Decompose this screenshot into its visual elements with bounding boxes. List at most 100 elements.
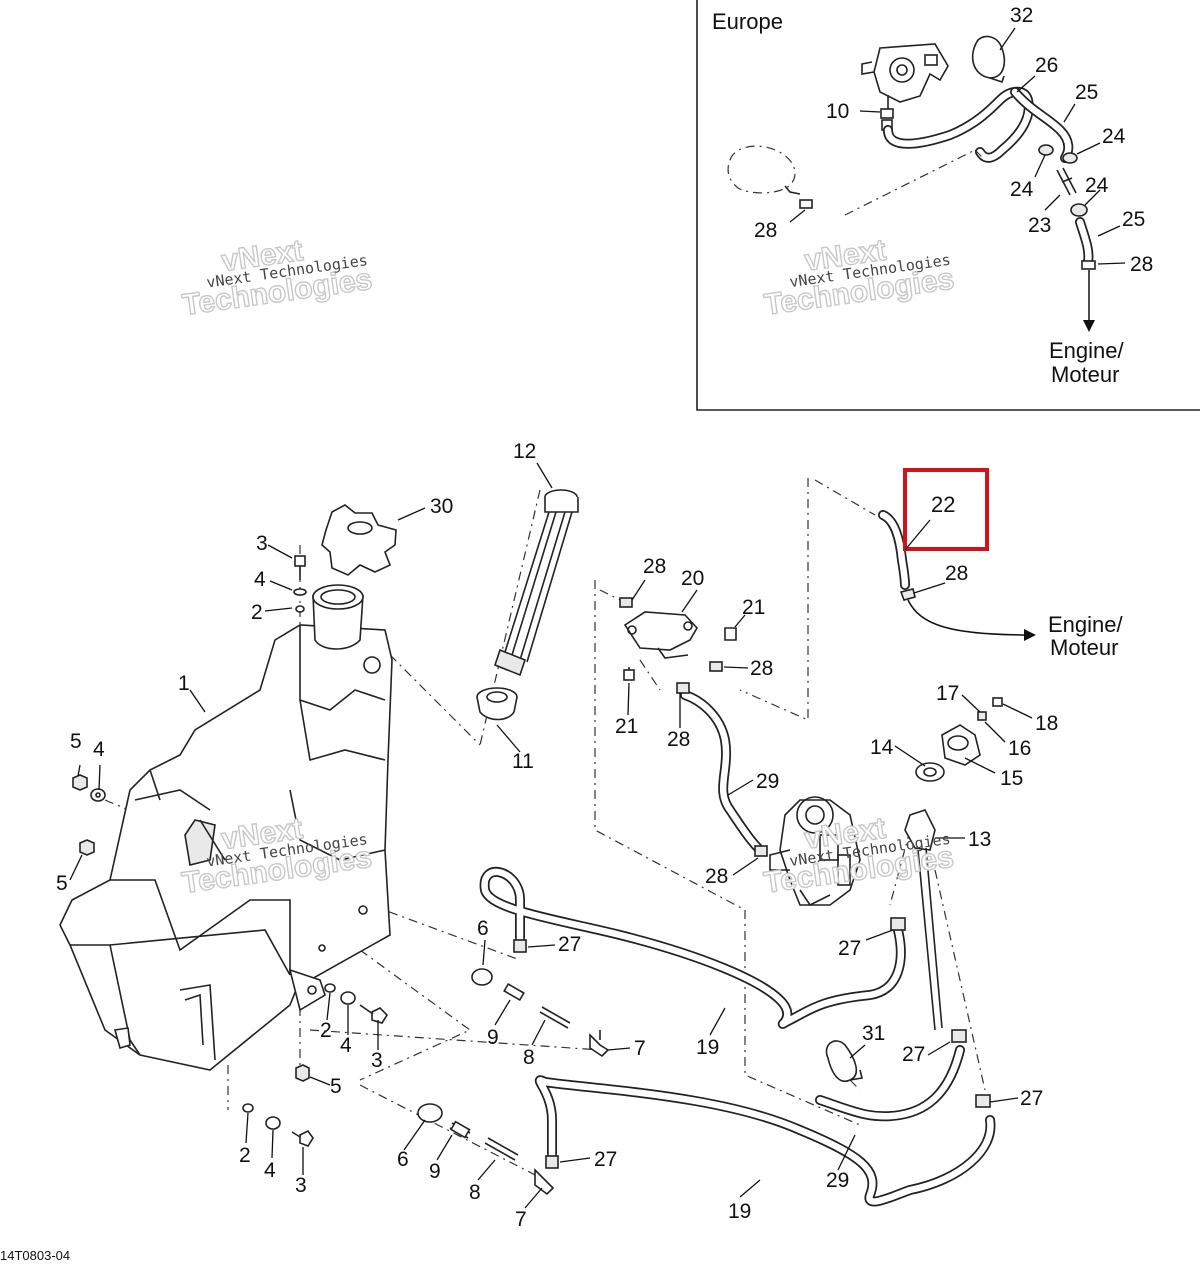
callout-28d: 28 (643, 555, 666, 578)
bottom-fasteners (242, 983, 389, 1147)
callout-14: 14 (870, 736, 894, 759)
callout-22: 22 (931, 492, 955, 517)
callout-17: 17 (936, 682, 959, 705)
callout-19a: 19 (696, 1036, 719, 1059)
callout-5c: 5 (330, 1075, 342, 1098)
hose-22 (878, 510, 916, 601)
callout-10: 10 (826, 100, 849, 123)
callout-28e: 28 (750, 657, 773, 680)
callout-28c: 28 (945, 562, 968, 585)
callout-29a: 29 (756, 770, 779, 793)
hose-19-lower (534, 1075, 996, 1207)
fuel-cap-30 (321, 504, 397, 576)
callout-4b: 4 (93, 738, 105, 761)
callout-3a: 3 (256, 532, 268, 555)
callout-4a: 4 (254, 568, 266, 591)
callout-28f: 28 (667, 728, 690, 751)
engine-arrow (907, 599, 1031, 636)
inset-clamp-32 (971, 35, 1006, 79)
callout-25a: 25 (1075, 81, 1098, 104)
callout-6b: 6 (397, 1148, 409, 1171)
clamp-31 (825, 1040, 863, 1082)
throttle-body (769, 796, 861, 907)
callout-5a: 5 (70, 730, 82, 753)
left-fasteners (72, 774, 106, 856)
callout-30: 30 (430, 495, 453, 518)
callout-3b: 3 (371, 1049, 383, 1072)
callout-27e: 27 (1020, 1087, 1043, 1110)
callout-29b: 29 (826, 1169, 849, 1192)
callout-27b: 27 (594, 1148, 617, 1171)
callout-7a: 7 (634, 1037, 646, 1060)
inset-frame (696, 0, 1200, 411)
callout-13: 13 (968, 828, 991, 851)
inset-engine-label-1: Engine/ (1049, 338, 1125, 363)
callout-21a: 21 (742, 596, 765, 619)
callout-27c: 27 (838, 937, 861, 960)
callout-8b: 8 (469, 1181, 481, 1204)
callout-9a: 9 (487, 1026, 499, 1049)
callout-20: 20 (681, 567, 704, 590)
callout-4c: 4 (340, 1034, 352, 1057)
cap-assembly-14-18 (915, 697, 1003, 782)
callout-31: 31 (862, 1022, 885, 1045)
callout-4d: 4 (264, 1159, 276, 1182)
engine-label-1: Engine/ (1048, 612, 1124, 637)
callout-1: 1 (178, 672, 190, 695)
hose-29-upper (676, 682, 768, 857)
drawing-code: 14T0803-04 (0, 1248, 70, 1263)
callout-2c: 2 (239, 1144, 251, 1167)
part-13 (904, 809, 943, 1031)
callout-24c: 24 (1085, 174, 1109, 197)
callout-2b: 2 (320, 1019, 332, 1042)
fuel-tank (59, 584, 393, 1071)
callout-18: 18 (1035, 712, 1058, 735)
callout-6a: 6 (477, 917, 489, 940)
inset-tee-23 (1056, 167, 1077, 196)
callout-23: 23 (1028, 214, 1051, 237)
inset-clamp-24b (1062, 152, 1078, 164)
callout-5b: 5 (56, 872, 68, 895)
callout-25b: 25 (1122, 208, 1145, 231)
callout-27d: 27 (902, 1043, 925, 1066)
fuel-sender-12 (494, 489, 579, 677)
callout-28b: 28 (754, 219, 777, 242)
inset-engine-label-2: Moteur (1051, 362, 1119, 387)
callout-11: 11 (512, 750, 534, 773)
fitting-assembly-lower (417, 1103, 555, 1196)
grommet-11 (476, 687, 518, 721)
callout-12: 12 (513, 440, 536, 463)
inset-part-28b (1081, 260, 1096, 270)
engine-label-2: Moteur (1050, 635, 1118, 660)
inset-clamp-24a (1038, 144, 1054, 156)
leaders (69, 462, 1033, 1209)
fuel-pump-20 (619, 597, 737, 681)
highlight-box-22 (903, 468, 989, 551)
callout-24b: 24 (1010, 178, 1034, 201)
inset-title: Europe (712, 9, 783, 34)
callout-9b: 9 (429, 1160, 441, 1183)
callout-8a: 8 (523, 1046, 535, 1069)
fitting-assembly-upper (471, 968, 610, 1058)
europe-inset: Europe Engine (696, 0, 1200, 411)
callout-3c: 3 (295, 1174, 307, 1197)
bolt-stack-top (293, 555, 307, 613)
callout-24a: 24 (1102, 125, 1126, 148)
inset-part-10 (880, 108, 894, 119)
inset-fuel-pump (861, 43, 949, 110)
callout-28g: 28 (705, 865, 728, 888)
callout-27a: 27 (558, 933, 581, 956)
callout-15: 15 (1000, 767, 1023, 790)
inset-clamp-24c (1070, 203, 1088, 217)
hose-29-lower (815, 1029, 967, 1122)
callout-16: 16 (1008, 737, 1031, 760)
callout-28a: 28 (1130, 253, 1153, 276)
callout-19b: 19 (728, 1200, 751, 1223)
callout-21b: 21 (615, 715, 638, 738)
callout-2a: 2 (251, 601, 263, 624)
callout-7b: 7 (515, 1208, 527, 1231)
callout-26: 26 (1035, 54, 1058, 77)
hose-19-upper (479, 867, 906, 1029)
callout-32: 32 (1010, 4, 1033, 27)
